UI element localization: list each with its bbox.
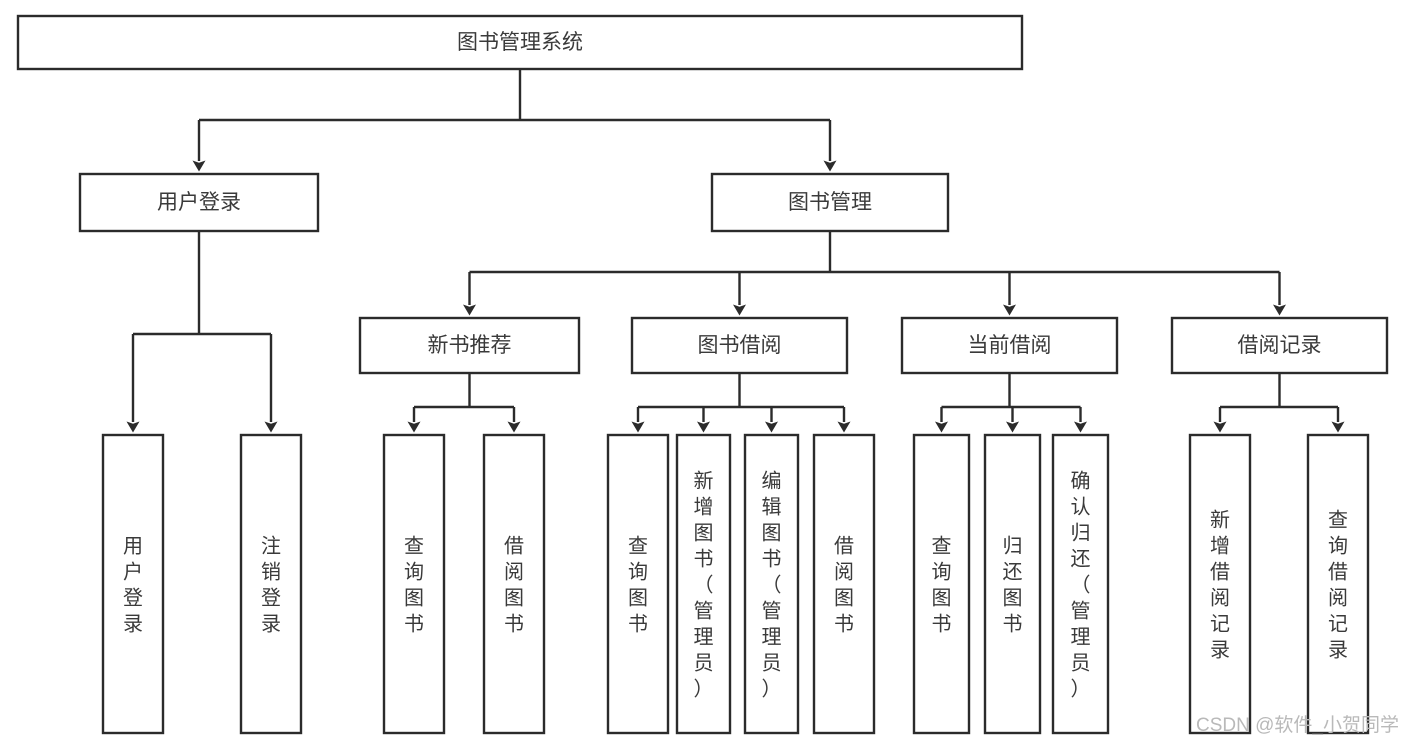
node-leaf-edit-book[interactable]: 编辑图书（管理员）: [743, 433, 800, 735]
node-label-leaf-query-record: 查询借阅记录: [1328, 508, 1348, 661]
node-label-leaf-query-book-1: 查询图书: [404, 534, 424, 635]
nodes-layer: 图书管理系统用户登录图书管理新书推荐图书借阅当前借阅借阅记录用户登录注销登录查询…: [16, 14, 1389, 735]
node-label-leaf-query-book-3: 查询图书: [932, 534, 952, 635]
node-label-leaf-logout: 注销登录: [261, 534, 281, 635]
node-leaf-add-record[interactable]: 新增借阅记录: [1188, 433, 1252, 735]
node-borrow-record[interactable]: 借阅记录: [1170, 316, 1389, 375]
node-box-book-borrow[interactable]: [630, 316, 849, 375]
node-box-leaf-query-book-2[interactable]: [606, 433, 670, 735]
node-box-leaf-borrow-book-2[interactable]: [812, 433, 876, 735]
node-leaf-borrow-book-2[interactable]: 借阅图书: [812, 433, 876, 735]
node-label-leaf-borrow-book-1: 借阅图书: [504, 534, 524, 635]
node-leaf-logout[interactable]: 注销登录: [239, 433, 303, 735]
connectors-layer: [126, 69, 1345, 433]
node-label-leaf-return-book: 归还图书: [1003, 534, 1023, 635]
node-leaf-query-book-2[interactable]: 查询图书: [606, 433, 670, 735]
node-label-book-manage: 图书管理: [788, 191, 872, 214]
node-leaf-return-book[interactable]: 归还图书: [983, 433, 1042, 735]
node-box-root[interactable]: [16, 14, 1024, 71]
node-box-leaf-query-record[interactable]: [1306, 433, 1370, 735]
node-root[interactable]: 图书管理系统: [16, 14, 1024, 71]
node-box-leaf-return-book[interactable]: [983, 433, 1042, 735]
node-label-borrow-record: 借阅记录: [1238, 334, 1322, 357]
node-box-user-login[interactable]: [78, 172, 320, 233]
node-leaf-user-login[interactable]: 用户登录: [101, 433, 165, 735]
node-label-new-book-rec: 新书推荐: [428, 334, 512, 357]
node-box-leaf-borrow-book-1[interactable]: [482, 433, 546, 735]
node-leaf-confirm-return[interactable]: 确认归还（管理员）: [1051, 433, 1110, 735]
node-box-leaf-user-login[interactable]: [101, 433, 165, 735]
node-box-current-borrow[interactable]: [900, 316, 1119, 375]
node-label-current-borrow: 当前借阅: [968, 334, 1052, 357]
node-book-manage[interactable]: 图书管理: [710, 172, 950, 233]
node-label-leaf-edit-book: 编辑图书（管理员）: [762, 469, 782, 700]
node-label-leaf-confirm-return: 确认归还（管理员）: [1071, 469, 1091, 700]
node-new-book-rec[interactable]: 新书推荐: [358, 316, 581, 375]
node-current-borrow[interactable]: 当前借阅: [900, 316, 1119, 375]
node-label-leaf-add-book: 新增图书（管理员）: [694, 469, 714, 700]
node-box-leaf-add-record[interactable]: [1188, 433, 1252, 735]
node-box-leaf-logout[interactable]: [239, 433, 303, 735]
node-label-leaf-add-record: 新增借阅记录: [1210, 508, 1230, 661]
node-box-book-manage[interactable]: [710, 172, 950, 233]
node-label-leaf-query-book-2: 查询图书: [628, 534, 648, 635]
node-leaf-add-book[interactable]: 新增图书（管理员）: [675, 433, 732, 735]
node-box-leaf-query-book-1[interactable]: [382, 433, 446, 735]
node-label-root: 图书管理系统: [457, 31, 583, 54]
node-leaf-query-book-3[interactable]: 查询图书: [912, 433, 971, 735]
node-box-leaf-edit-book[interactable]: [743, 433, 800, 735]
node-user-login[interactable]: 用户登录: [78, 172, 320, 233]
node-leaf-borrow-book-1[interactable]: 借阅图书: [482, 433, 546, 735]
node-label-leaf-user-login: 用户登录: [123, 535, 143, 635]
node-box-new-book-rec[interactable]: [358, 316, 581, 375]
node-label-book-borrow: 图书借阅: [698, 334, 782, 357]
node-leaf-query-record[interactable]: 查询借阅记录: [1306, 433, 1370, 735]
node-box-leaf-query-book-3[interactable]: [912, 433, 971, 735]
node-leaf-query-book-1[interactable]: 查询图书: [382, 433, 446, 735]
node-label-leaf-borrow-book-2: 借阅图书: [834, 534, 854, 635]
node-box-borrow-record[interactable]: [1170, 316, 1389, 375]
node-box-leaf-confirm-return[interactable]: [1051, 433, 1110, 735]
csdn-watermark: CSDN @软件_小贺同学: [1196, 714, 1399, 736]
node-label-user-login: 用户登录: [157, 191, 241, 214]
node-box-leaf-add-book[interactable]: [675, 433, 732, 735]
node-book-borrow[interactable]: 图书借阅: [630, 316, 849, 375]
